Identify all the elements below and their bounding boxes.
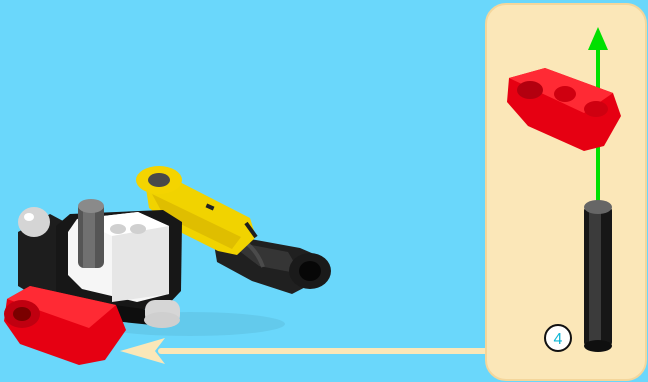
quantity-badge: 4 [545,325,571,351]
callout-panel: 4 [486,4,646,380]
quantity-label: 4 [554,331,563,348]
connection-arrow-icon [120,338,488,364]
technic-assembly-icon [4,166,331,365]
axle-icon [584,200,612,352]
